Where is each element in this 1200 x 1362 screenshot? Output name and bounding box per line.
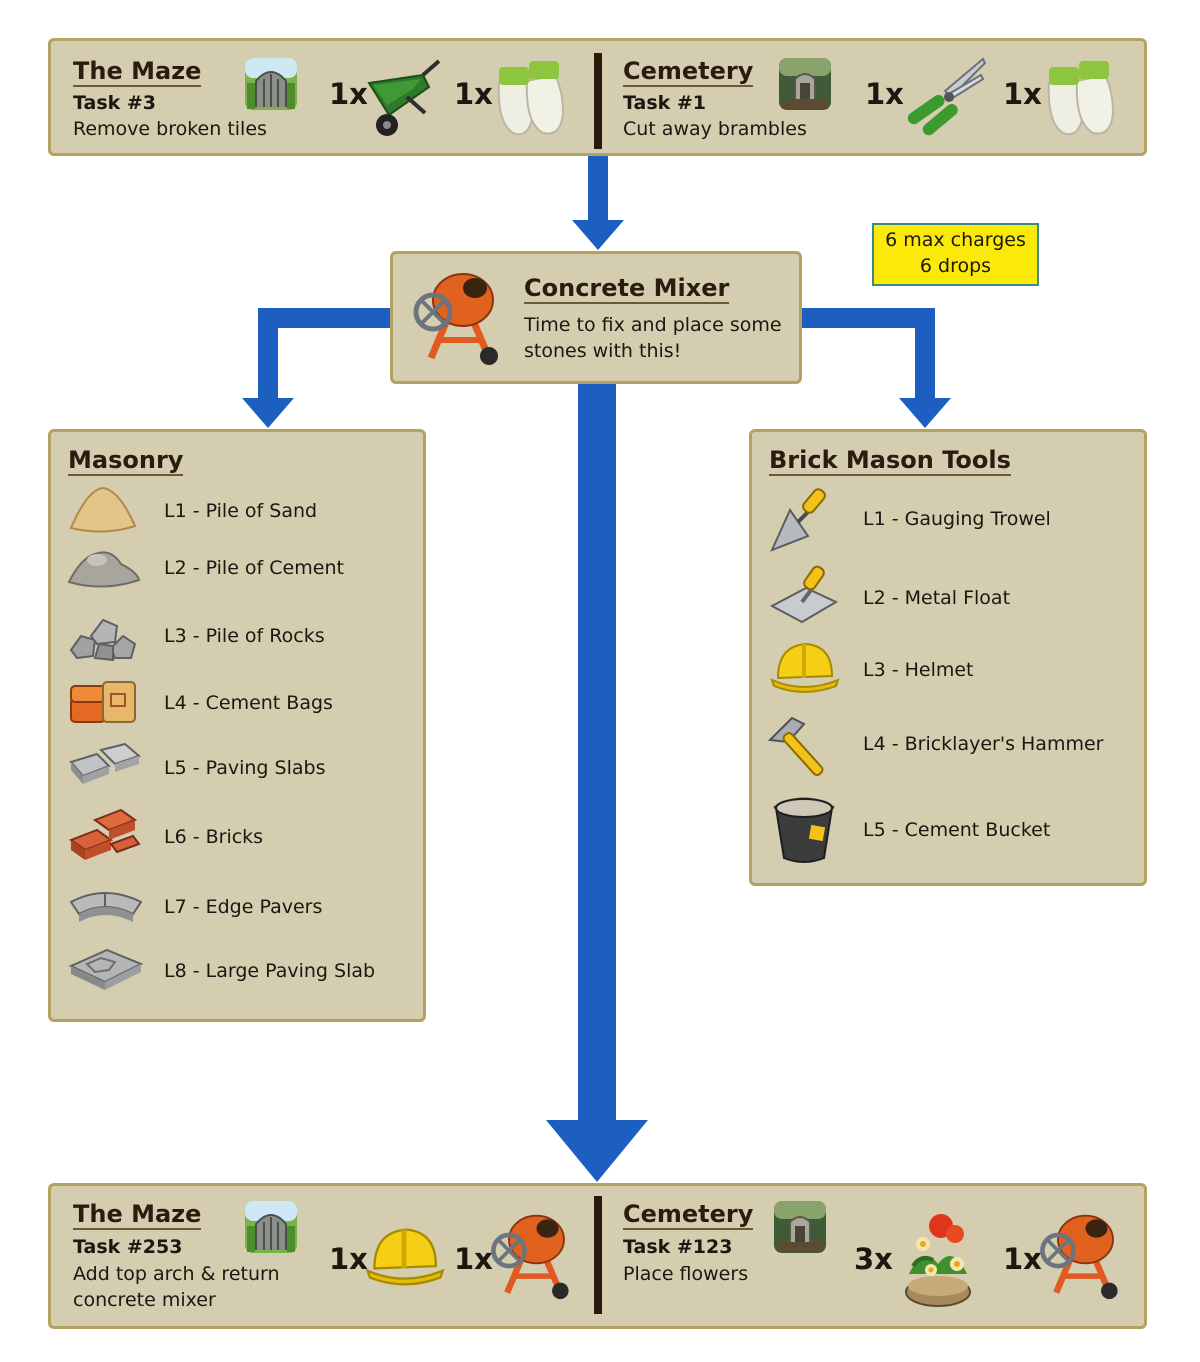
maze-location-icon [244, 57, 298, 115]
tools-item-1: L1 - Gauging Trowel [863, 508, 1051, 530]
cement-pile-icon [67, 544, 141, 596]
masonry-title: Masonry [68, 446, 184, 476]
cement-bags-icon [67, 676, 139, 730]
sand-pile-icon [67, 484, 139, 540]
cemetery-location-icon [773, 1200, 827, 1258]
charges-note-line2: 6 drops [919, 255, 992, 277]
bottom-right-req1-qty: 3x [854, 1242, 893, 1276]
trowel-icon [768, 484, 834, 564]
bottom-task-panel: The Maze Task #253 Add top arch & return… [48, 1183, 1147, 1329]
gloves-icon [1039, 53, 1121, 145]
mixer-desc-line1: Time to fix and place some [524, 314, 782, 336]
top-left-req1-qty: 1x [329, 77, 368, 111]
top-left-req2-qty: 1x [454, 77, 493, 111]
helmet-icon [363, 1222, 445, 1296]
edge-pavers-icon [67, 884, 145, 932]
flower-pot-icon [893, 1204, 983, 1314]
tools-item-2: L2 - Metal Float [863, 587, 1011, 609]
masonry-item-8: L8 - Large Paving Slab [164, 960, 376, 982]
concrete-mixer-icon [409, 266, 505, 374]
top-right-task: Task #1 [623, 92, 707, 114]
bottom-divider [594, 1196, 602, 1314]
rocks-pile-icon [67, 606, 139, 666]
wheelbarrow-icon [363, 53, 443, 147]
bottom-right-desc: Place flowers [623, 1263, 749, 1285]
top-left-task: Task #3 [73, 92, 157, 114]
bottom-right-task: Task #123 [623, 1236, 733, 1258]
tools-item-3: L3 - Helmet [863, 659, 974, 681]
bottom-left-req2-qty: 1x [454, 1242, 493, 1276]
large-paving-slab-icon [67, 942, 145, 1000]
top-left-title: The Maze [73, 57, 202, 87]
bottom-left-title: The Maze [73, 1200, 202, 1230]
tools-item-4: L4 - Bricklayer's Hammer [863, 733, 1104, 755]
top-right-desc: Cut away brambles [623, 118, 807, 140]
masonry-item-5: L5 - Paving Slabs [164, 757, 326, 779]
masonry-item-6: L6 - Bricks [164, 826, 264, 848]
gloves-icon [489, 53, 571, 145]
bottom-right-title: Cemetery [623, 1200, 754, 1230]
cemetery-location-icon [778, 57, 832, 115]
cement-bucket-icon [768, 788, 840, 870]
masonry-item-2: L2 - Pile of Cement [164, 557, 344, 579]
top-divider [594, 53, 602, 149]
concrete-mixer-icon [1036, 1204, 1124, 1312]
brick-mason-tools-panel: Brick Mason Tools L1 - Gauging Trowel L2… [749, 429, 1147, 886]
helmet-icon [768, 638, 840, 702]
masonry-item-1: L1 - Pile of Sand [164, 500, 318, 522]
bricks-icon [67, 806, 143, 870]
tools-item-5: L5 - Cement Bucket [863, 819, 1051, 841]
pruning-shears-icon [897, 55, 989, 143]
charges-note: 6 max charges 6 drops [872, 223, 1039, 286]
masonry-item-4: L4 - Cement Bags [164, 692, 333, 714]
bottom-left-task: Task #253 [73, 1236, 183, 1258]
metal-float-icon [768, 562, 840, 632]
bottom-left-req1-qty: 1x [329, 1242, 368, 1276]
top-left-desc: Remove broken tiles [73, 118, 267, 140]
top-right-req2-qty: 1x [1003, 77, 1042, 111]
top-task-panel: The Maze Task #3 Remove broken tiles 1x … [48, 38, 1147, 156]
masonry-item-7: L7 - Edge Pavers [164, 896, 323, 918]
top-right-req1-qty: 1x [865, 77, 904, 111]
hammer-icon [767, 712, 840, 782]
tools-title: Brick Mason Tools [769, 446, 1011, 476]
bottom-left-desc-line2: concrete mixer [73, 1289, 216, 1311]
bottom-right-req2-qty: 1x [1003, 1242, 1042, 1276]
bottom-left-desc-line1: Add top arch & return [73, 1263, 280, 1285]
paving-slabs-icon [67, 740, 143, 794]
mixer-title: Concrete Mixer [524, 274, 730, 304]
masonry-panel: Masonry L1 - Pile of Sand L2 - Pile of C… [48, 429, 426, 1022]
charges-note-line1: 6 max charges [885, 229, 1026, 251]
concrete-mixer-icon [487, 1204, 575, 1312]
top-right-title: Cemetery [623, 57, 754, 87]
masonry-item-3: L3 - Pile of Rocks [164, 625, 325, 647]
maze-location-icon [244, 1200, 298, 1258]
mixer-desc-line2: stones with this! [524, 340, 682, 362]
concrete-mixer-panel: Concrete Mixer Time to fix and place som… [390, 251, 802, 384]
